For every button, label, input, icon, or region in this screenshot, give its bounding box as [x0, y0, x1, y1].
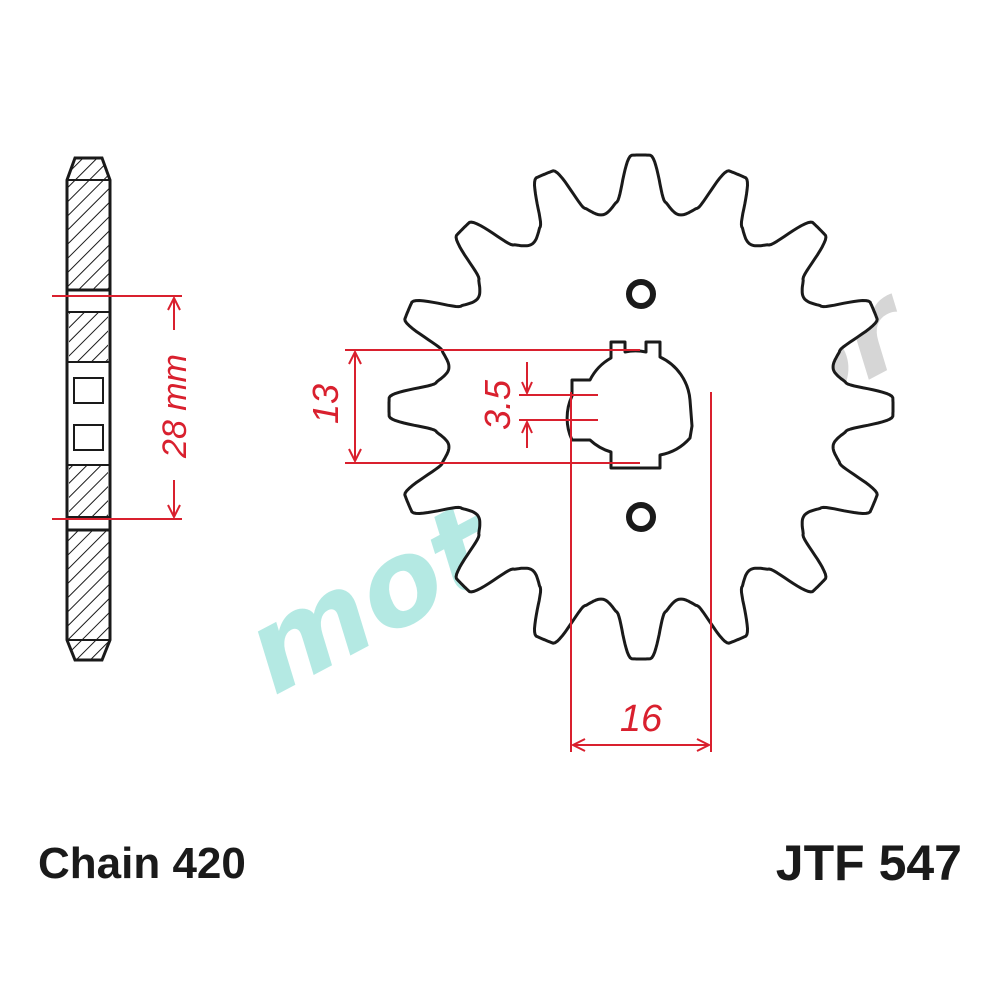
bolt-hole-bottom [626, 502, 656, 532]
dimension-spline-height [345, 349, 640, 464]
part-number-label: JTF 547 [776, 835, 962, 891]
sprocket-side-view [65, 156, 112, 662]
chain-label: Chain 420 [38, 839, 246, 888]
dimension-spline-height-label: 13 [305, 384, 346, 424]
dimension-key-width [519, 362, 598, 448]
dimension-bore-label: 16 [620, 698, 663, 740]
bolt-hole-top [626, 279, 656, 309]
side-view-hub-upper-hatch [69, 312, 108, 362]
dimension-bore [570, 392, 712, 752]
dimension-pitch-label: 28 mm [156, 354, 194, 459]
side-view-hub-lower-hatch [69, 465, 108, 517]
dimension-key-width-label: 3.5 [477, 379, 518, 430]
dimension-pitch [52, 295, 182, 520]
